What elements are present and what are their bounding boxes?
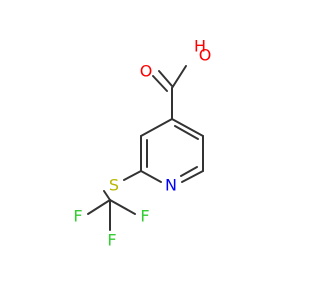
fluorine-bottom-label: F xyxy=(107,231,116,250)
bond-cf3-f-left xyxy=(87,199,111,215)
bond-ring-n-c6 xyxy=(181,170,204,183)
bond-ring-c4-c5-inner xyxy=(174,125,199,140)
bond-c2-s xyxy=(123,170,142,181)
structure-canvas: H O O N S F F F xyxy=(73,36,212,250)
carbonyl-o-label: O xyxy=(140,62,153,81)
sulfur-label: S xyxy=(109,176,119,195)
bond-ring-n-c6-inner xyxy=(180,166,198,177)
bond-ring-c2-n xyxy=(140,170,162,183)
ring-nitrogen-label: N xyxy=(165,176,177,195)
bond-ring-c4-c5 xyxy=(171,118,204,137)
bond-carboxyl-c-o-double-a xyxy=(152,75,168,92)
molecule-svg: H O O N S F F F xyxy=(73,37,212,250)
bond-cf3-f-right xyxy=(109,199,136,215)
hydroxyl-h-label: H xyxy=(194,37,206,56)
bond-s-cf3 xyxy=(103,190,111,201)
bonds-group xyxy=(87,65,204,231)
hydroxyl-o-label: O xyxy=(199,46,212,65)
bond-ring-c4-c3 xyxy=(140,118,173,137)
bond-carboxyl-c-oh xyxy=(171,65,187,89)
fluorine-right-label: F xyxy=(140,207,149,226)
fluorine-left-label: F xyxy=(73,207,82,226)
bond-carboxyl-c-o-double-b xyxy=(158,70,173,87)
